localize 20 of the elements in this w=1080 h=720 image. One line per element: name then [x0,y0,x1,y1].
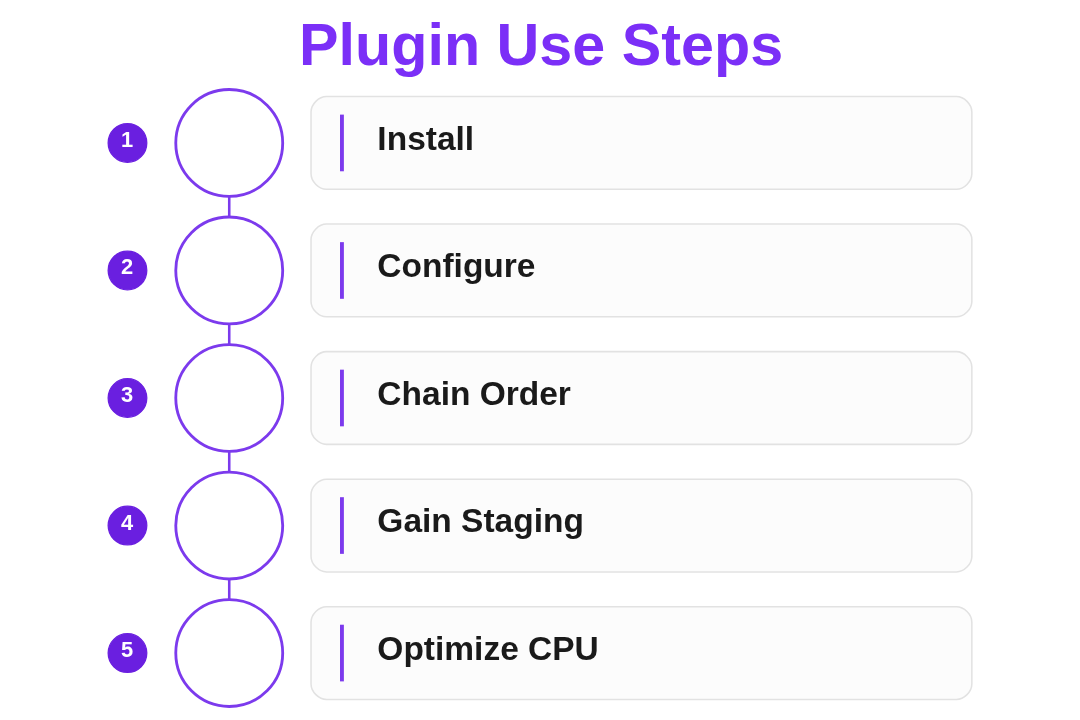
node-circle: 2 [107,250,148,291]
node-box: Install [310,95,973,191]
connector [227,196,231,217]
node-circle [174,343,285,453]
connector [227,579,231,600]
node-box: Chain Order [310,350,973,446]
connector [227,324,231,345]
node-box: Configure [310,223,973,318]
node-circle [174,598,285,708]
node-circle [174,215,285,326]
node-circle [174,470,285,581]
node-circle [174,88,285,198]
node-circle: 5 [107,633,148,673]
node-circle: 1 [107,123,148,163]
node-circle: 3 [107,378,148,418]
connector [227,451,231,472]
node-box: Optimize CPU [310,605,973,701]
node-circle: 4 [107,505,148,546]
node-box: Gain Staging [310,478,973,573]
diagram-title: Plugin Use Steps [299,10,784,78]
